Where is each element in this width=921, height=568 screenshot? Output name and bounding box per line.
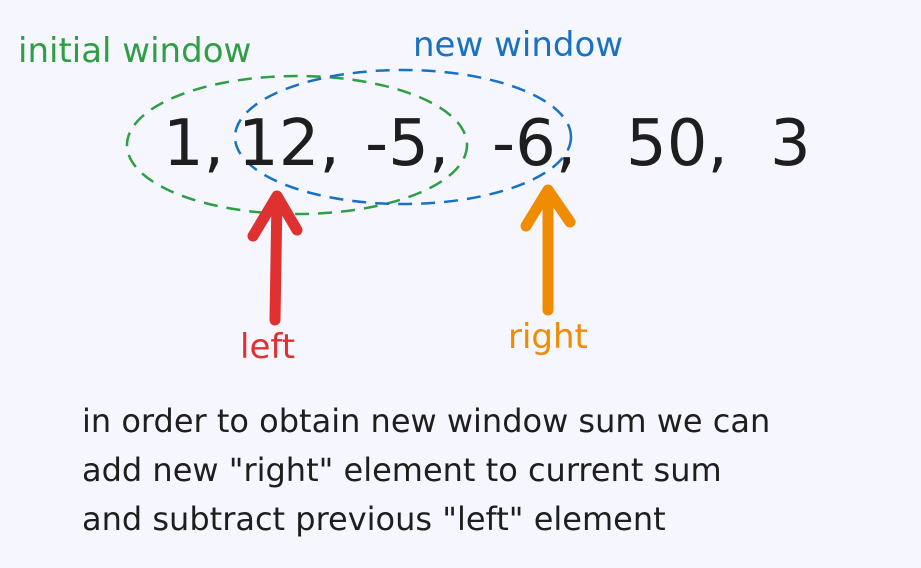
initial-window-ellipse	[125, 74, 469, 216]
sequence-item: -5,	[365, 107, 449, 181]
initial-window-label: initial window	[18, 31, 251, 71]
sequence-item: 1,	[163, 107, 224, 181]
new-window-label: new window	[413, 25, 623, 65]
left-pointer-arrow	[247, 190, 303, 326]
right-pointer-label: right	[508, 317, 588, 357]
sequence-item: 3	[770, 107, 811, 181]
description-line-2: add new "right" element to current sum	[82, 451, 722, 489]
new-window-ellipse	[233, 68, 573, 206]
description-line-3: and subtract previous "left" element	[82, 500, 666, 538]
left-pointer-label: left	[240, 327, 295, 367]
sequence-item: 12,	[238, 107, 340, 181]
sequence-item: -6,	[492, 107, 576, 181]
right-pointer-arrow	[520, 184, 576, 316]
description-line-1: in order to obtain new window sum we can	[82, 402, 770, 440]
sequence-item: 50,	[626, 107, 728, 181]
